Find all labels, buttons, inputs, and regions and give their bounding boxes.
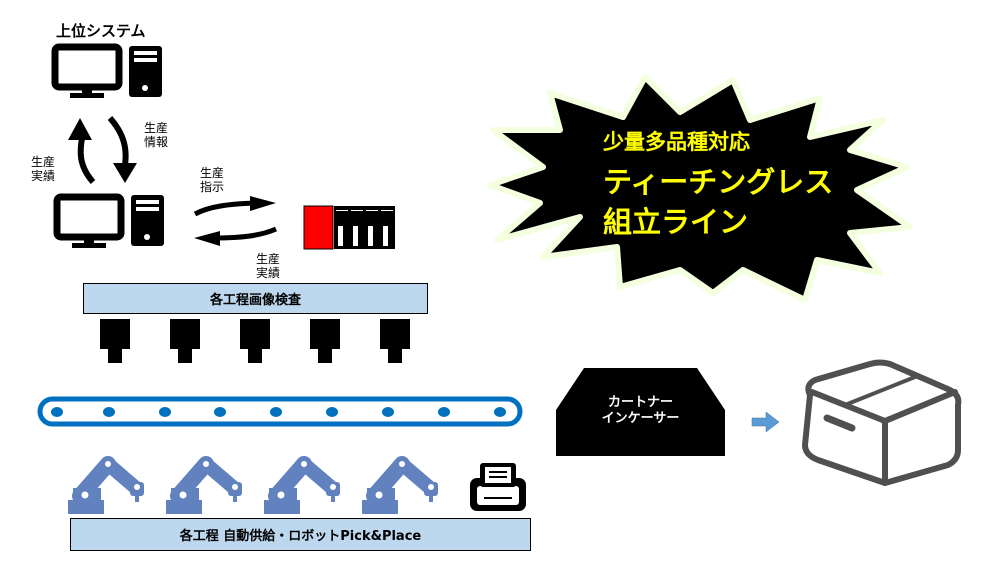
camera-icon: [100, 319, 130, 363]
conveyor-icon: [37, 396, 523, 427]
robot-arm-icon: [68, 461, 144, 514]
package-box-icon: [802, 359, 962, 486]
camera-icons: [100, 319, 410, 363]
production-instruction-label: 生産指示: [200, 166, 225, 194]
robot-arm-icon: [166, 461, 242, 514]
info-down-arrow-icon: [107, 116, 137, 183]
camera-icon: [170, 319, 200, 363]
production-results-plc-label: 生産実績: [256, 252, 281, 280]
camera-icon: [310, 319, 340, 363]
feeder-icon: [470, 463, 526, 511]
production-info-label: 生産情報: [144, 121, 169, 149]
line-control-pc-icon: [53, 193, 164, 248]
inspection-bar: 各工程画像検査: [83, 283, 428, 314]
callout-text: 少量多品種対応 ティーチングレス 組立ライン: [603, 130, 834, 239]
camera-icon: [240, 319, 270, 363]
robot-arm-icon: [362, 461, 438, 514]
results-up-arrow-icon: [68, 118, 96, 184]
production-results-up-label: 生産実績: [31, 155, 56, 183]
robot-arm-icon: [264, 461, 340, 514]
callout-starburst: [487, 74, 913, 303]
instruction-right-arrow-icon: [193, 196, 276, 217]
upper-system-label: 上位システム: [56, 22, 146, 40]
plc-icon: [303, 205, 395, 250]
assembly-bar: 各工程 自動供給・ロボットPick&Place: [70, 518, 531, 551]
right-arrow-icon: [751, 411, 780, 433]
results-left-arrow-icon: [194, 226, 278, 246]
cartoner-machine: [556, 368, 725, 456]
cartoner-label: カートナーインケーサー: [601, 395, 680, 426]
upper-system-pc-icon: [51, 43, 162, 98]
camera-icon: [380, 319, 410, 363]
